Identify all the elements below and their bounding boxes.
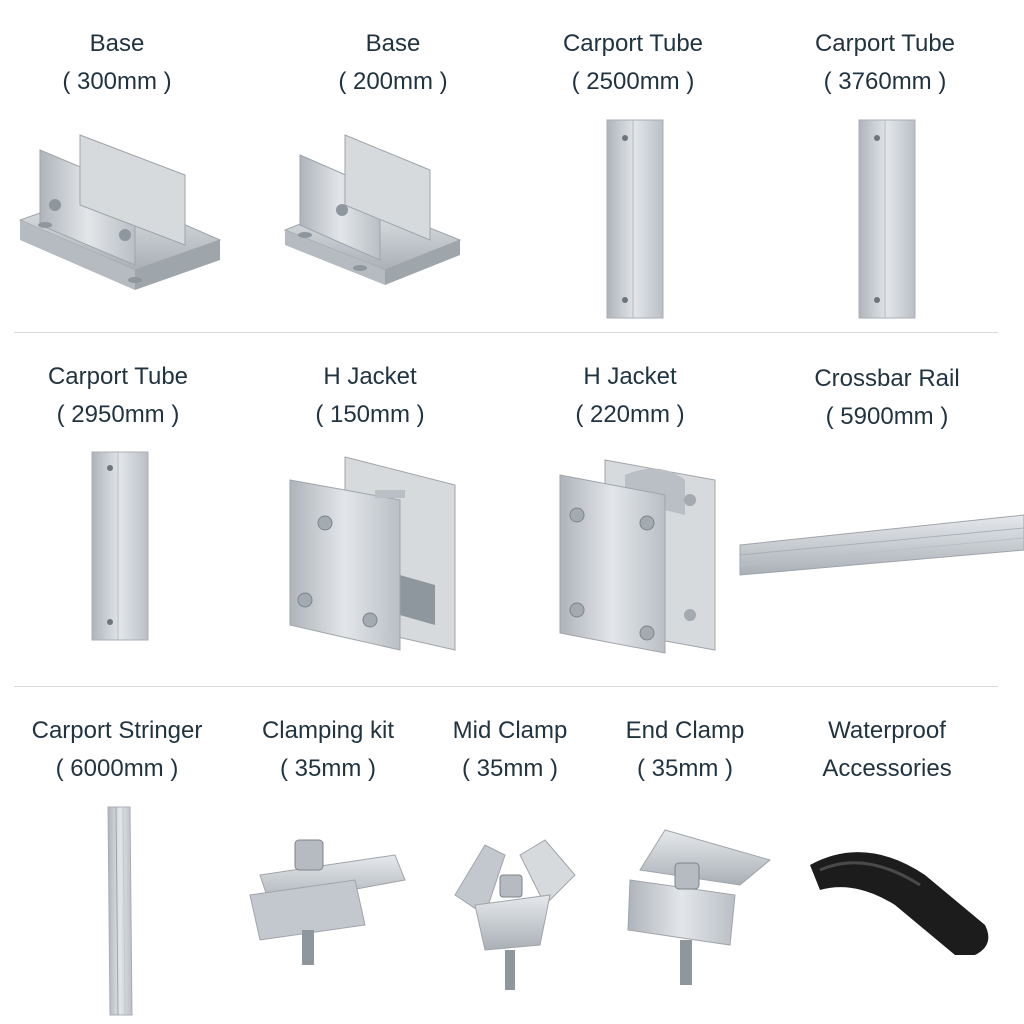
product-h-jacket-220[interactable]: H Jacket ( 220mm ) bbox=[530, 358, 730, 434]
product-base-300[interactable]: Base ( 300mm ) bbox=[17, 25, 217, 101]
product-name: Base bbox=[89, 30, 145, 57]
row-divider bbox=[14, 686, 998, 687]
product-size: ( 35mm ) bbox=[462, 755, 558, 782]
product-waterproof-accessories[interactable]: Waterproof Accessories bbox=[787, 712, 987, 788]
product-name: Base bbox=[365, 30, 421, 57]
product-carport-tube-2500[interactable]: Carport Tube ( 2500mm ) bbox=[533, 25, 733, 101]
end-clamp-image bbox=[627, 829, 772, 985]
product-size: Accessories bbox=[822, 755, 952, 782]
carport-stringer-image bbox=[107, 806, 133, 1016]
base-200-image bbox=[283, 134, 462, 285]
product-crossbar-rail-5900[interactable]: Crossbar Rail ( 5900mm ) bbox=[787, 360, 987, 436]
carport-tube-2950-image bbox=[91, 451, 149, 641]
row-divider bbox=[14, 332, 998, 333]
product-size: ( 6000mm ) bbox=[55, 755, 179, 782]
clamping-kit-image bbox=[249, 839, 406, 965]
product-mid-clamp-35[interactable]: Mid Clamp ( 35mm ) bbox=[410, 712, 610, 788]
product-name: H Jacket bbox=[583, 363, 677, 390]
product-name: Carport Tube bbox=[562, 30, 704, 57]
mid-clamp-image bbox=[454, 839, 576, 990]
product-carport-tube-3760[interactable]: Carport Tube ( 3760mm ) bbox=[785, 25, 985, 101]
product-size: ( 150mm ) bbox=[315, 401, 425, 428]
product-size: ( 300mm ) bbox=[62, 68, 172, 95]
product-size: ( 2500mm ) bbox=[571, 68, 695, 95]
product-size: ( 5900mm ) bbox=[825, 403, 949, 430]
product-size: ( 2950mm ) bbox=[56, 401, 180, 428]
product-name: Crossbar Rail bbox=[814, 365, 960, 392]
product-name: Mid Clamp bbox=[452, 717, 568, 744]
h-jacket-150-image bbox=[289, 456, 456, 651]
base-300-image bbox=[18, 134, 222, 290]
product-name: End Clamp bbox=[625, 717, 745, 744]
product-base-200[interactable]: Base ( 200mm ) bbox=[293, 25, 493, 101]
carport-tube-3760-image bbox=[858, 119, 916, 319]
product-clamping-kit-35[interactable]: Clamping kit ( 35mm ) bbox=[228, 712, 428, 788]
product-carport-tube-2950[interactable]: Carport Tube ( 2950mm ) bbox=[18, 358, 218, 434]
product-size: ( 35mm ) bbox=[280, 755, 376, 782]
waterproof-seal-image bbox=[810, 852, 989, 955]
carport-tube-2500-image bbox=[606, 119, 664, 319]
product-size: ( 200mm ) bbox=[338, 68, 448, 95]
product-h-jacket-150[interactable]: H Jacket ( 150mm ) bbox=[270, 358, 470, 434]
crossbar-rail-image bbox=[739, 514, 1024, 576]
product-name: Carport Tube bbox=[47, 363, 189, 390]
product-name: Waterproof bbox=[828, 717, 946, 744]
product-name: Carport Tube bbox=[814, 30, 956, 57]
product-size: ( 220mm ) bbox=[575, 401, 685, 428]
product-name: H Jacket bbox=[323, 363, 417, 390]
h-jacket-220-image bbox=[559, 459, 716, 654]
product-name: Clamping kit bbox=[261, 717, 395, 744]
product-carport-stringer-6000[interactable]: Carport Stringer ( 6000mm ) bbox=[7, 712, 227, 788]
product-size: ( 35mm ) bbox=[637, 755, 733, 782]
product-end-clamp-35[interactable]: End Clamp ( 35mm ) bbox=[585, 712, 785, 788]
product-size: ( 3760mm ) bbox=[823, 68, 947, 95]
product-name: Carport Stringer bbox=[31, 717, 203, 744]
